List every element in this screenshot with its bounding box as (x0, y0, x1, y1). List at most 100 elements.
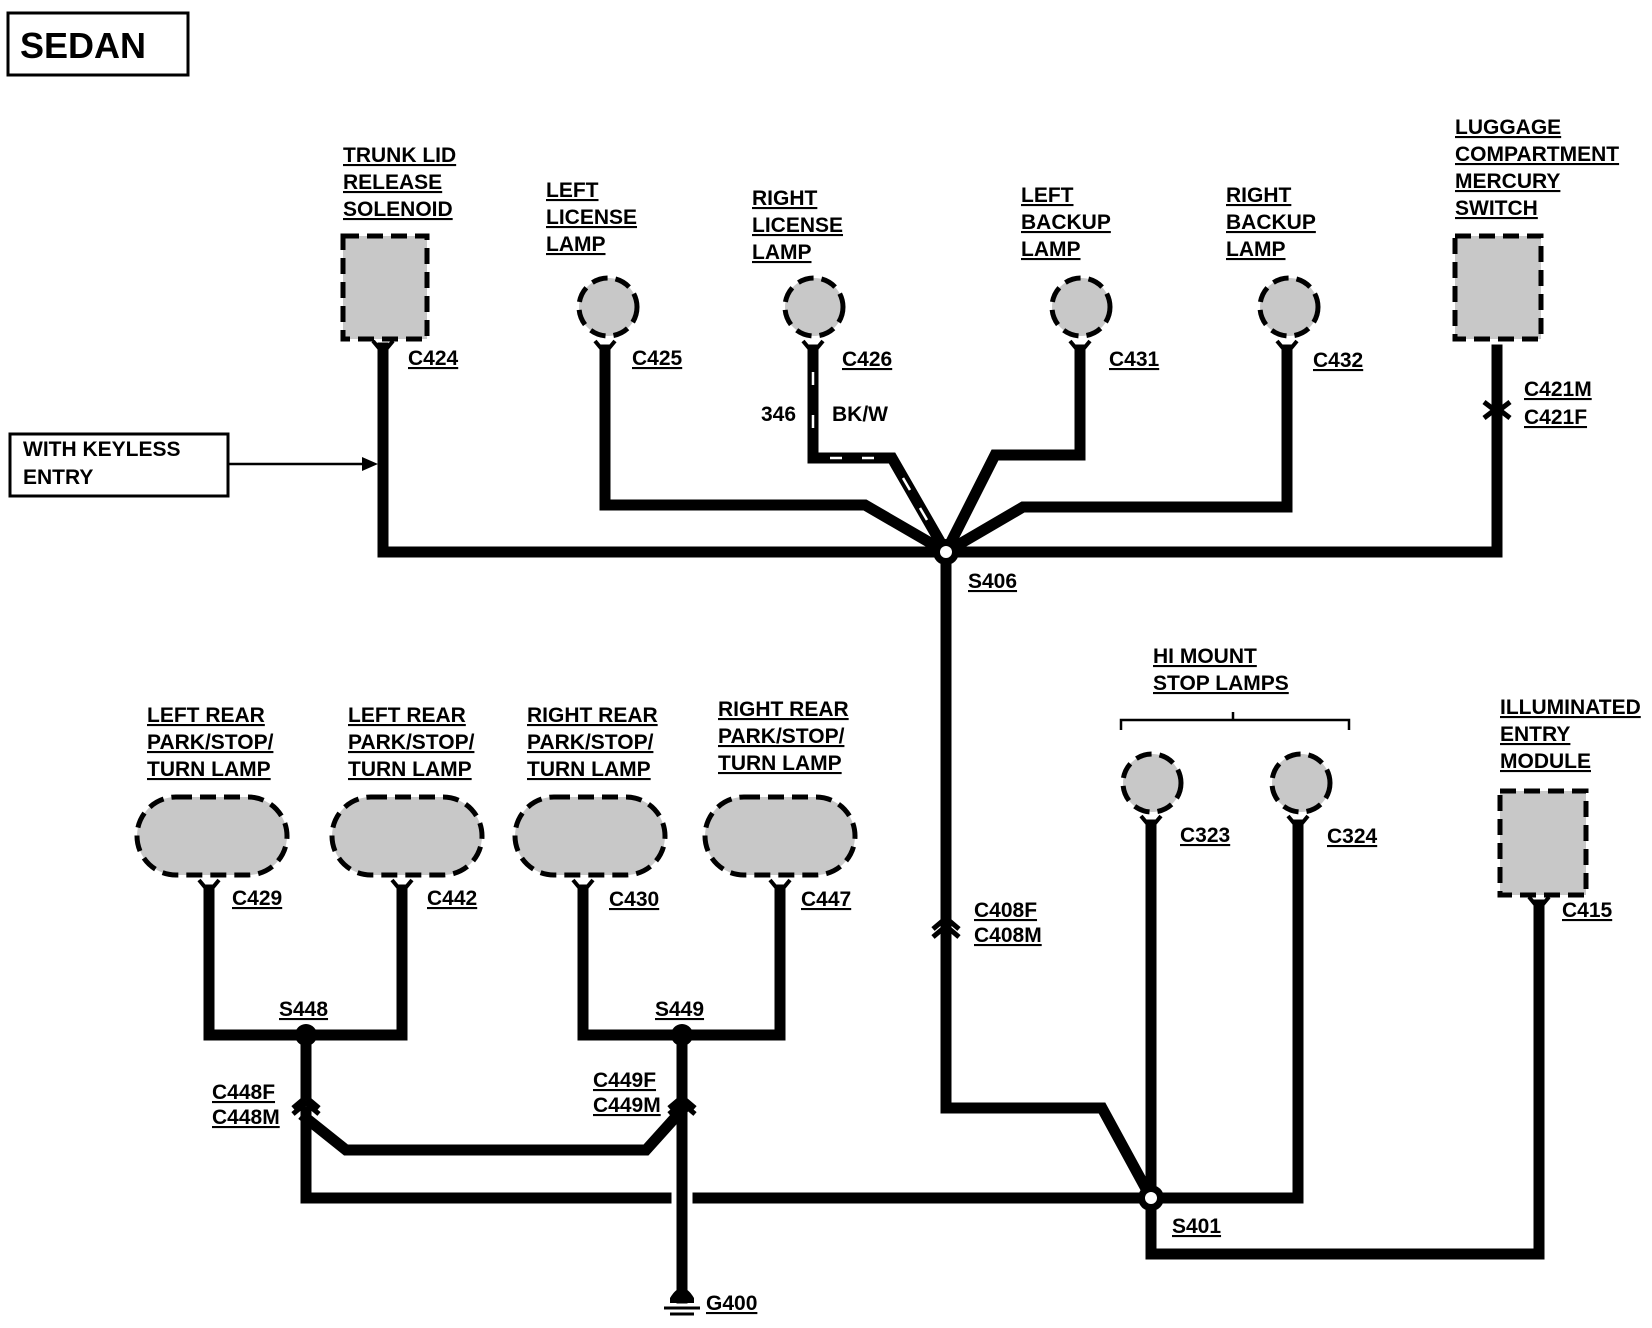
keyless-note-line2: ENTRY (23, 466, 93, 489)
left-backup-lamp-icon (1049, 275, 1113, 339)
splice-s406-label: S406 (968, 570, 1017, 593)
wire-illuminated-entry (1145, 899, 1545, 1260)
connector-c408f: C408F (974, 899, 1037, 922)
connector-c449f: C449F (593, 1069, 656, 1092)
connector-c323: C323 (1180, 824, 1230, 847)
trunk-lid-label-2: RELEASE (343, 171, 442, 194)
illuminated-label-3: MODULE (1500, 750, 1591, 773)
component-labels: TRUNK LID RELEASE SOLENOID LEFT LICENSE … (147, 116, 1641, 781)
lr-lamp-2-label-1: LEFT REAR (348, 704, 466, 727)
trunk-lid-solenoid-icon (340, 233, 430, 342)
connector-c430: C430 (609, 888, 659, 911)
splice-s448-icon (295, 1024, 317, 1046)
connector-c449m: C449M (593, 1094, 661, 1117)
connector-c421m: C421M (1524, 378, 1592, 401)
connector-c424: C424 (408, 347, 459, 370)
rr-lamp-2-label-2: PARK/STOP/ (718, 725, 845, 748)
wire-left-backup (938, 344, 1086, 560)
connector-c448m: C448M (212, 1106, 280, 1129)
splice-labels: S406 S401 S448 S449 G400 (279, 570, 1221, 1315)
luggage-label-4: SWITCH (1455, 197, 1538, 220)
wire-right-backup (938, 344, 1293, 560)
illuminated-entry-module-icon (1497, 788, 1589, 898)
left-license-lamp-icon (576, 275, 640, 339)
wire-right-license (807, 344, 954, 560)
components (134, 233, 1589, 898)
wire-tracer (811, 372, 929, 521)
left-backup-label-2: BACKUP (1021, 211, 1111, 234)
lr-lamp-1-label-1: LEFT REAR (147, 704, 265, 727)
right-backup-lamp-icon (1257, 275, 1321, 339)
splice-s448-label: S448 (279, 998, 328, 1021)
ground-icon (664, 1288, 700, 1316)
ground-g400-label: G400 (706, 1292, 757, 1315)
rr-lamp-2-label-3: TURN LAMP (718, 752, 842, 775)
luggage-label-1: LUGGAGE (1455, 116, 1561, 139)
illuminated-label-2: ENTRY (1500, 723, 1570, 746)
wire-circuit-346: 346 (761, 403, 796, 426)
trunk-lid-label-1: TRUNK LID (343, 144, 456, 167)
luggage-label-3: MERCURY (1455, 170, 1560, 193)
wire-labels: 346 BK/W (761, 403, 888, 426)
lr-lamp-1-label-2: PARK/STOP/ (147, 731, 274, 754)
rr-lamp-1-label-3: TURN LAMP (527, 758, 651, 781)
wires (203, 342, 1545, 1304)
hi-mount-label-2: STOP LAMPS (1153, 672, 1289, 695)
lr-lamp-2-label-3: TURN LAMP (348, 758, 472, 781)
connector-c447: C447 (801, 888, 851, 911)
hi-mount-label-1: HI MOUNT (1153, 645, 1257, 668)
left-rear-lamp-1-icon (134, 794, 290, 878)
rr-lamp-1-label-1: RIGHT REAR (527, 704, 658, 727)
splices (295, 539, 1164, 1211)
right-backup-label-3: LAMP (1226, 238, 1286, 261)
connector-c426: C426 (842, 348, 892, 371)
illuminated-label-1: ILLUMINATED (1500, 696, 1641, 719)
right-rear-lamp-1-icon (512, 794, 668, 878)
note-arrow-icon (362, 457, 378, 471)
lr-lamp-2-label-2: PARK/STOP/ (348, 731, 475, 754)
right-license-label-1: RIGHT (752, 187, 818, 210)
left-backup-label-3: LAMP (1021, 238, 1081, 261)
connector-c421f: C421F (1524, 406, 1587, 429)
connector-c324: C324 (1327, 825, 1378, 848)
trunk-lid-label-3: SOLENOID (343, 198, 453, 221)
left-license-label-3: LAMP (546, 233, 606, 256)
lr-lamp-1-label-3: TURN LAMP (147, 758, 271, 781)
connector-c425: C425 (632, 347, 683, 370)
wire-left-license (599, 344, 954, 560)
hi-mount-lamp-1-icon (1120, 751, 1184, 815)
right-license-lamp-icon (782, 275, 846, 339)
left-license-label-2: LICENSE (546, 206, 637, 229)
wire-color-bkw: BK/W (832, 403, 888, 426)
left-license-label-1: LEFT (546, 179, 599, 202)
connector-c415: C415 (1562, 899, 1613, 922)
connector-labels: C424 C425 C426 C431 C432 C421M C421F C40… (212, 347, 1613, 1129)
connector-c448f: C448F (212, 1081, 275, 1104)
rr-lamp-1-label-2: PARK/STOP/ (527, 731, 654, 754)
right-rear-lamp-2-icon (702, 794, 858, 878)
wire-c324 (1145, 819, 1304, 1204)
keyless-entry-note: WITH KEYLESS ENTRY (8, 432, 378, 498)
wire-cross-link (298, 1102, 690, 1156)
right-license-label-2: LICENSE (752, 214, 843, 237)
wire-s406-s401 (940, 546, 1159, 1206)
connector-c442: C442 (427, 887, 477, 910)
right-license-label-3: LAMP (752, 241, 812, 264)
title-box: SEDAN (6, 11, 190, 77)
hi-mount-bracket (1119, 712, 1351, 730)
left-rear-lamp-2-icon (329, 794, 485, 878)
keyless-note-line1: WITH KEYLESS (23, 438, 181, 461)
hi-mount-lamp-2-icon (1269, 751, 1333, 815)
connector-marks (197, 339, 1551, 1116)
splice-s449-label: S449 (655, 998, 704, 1021)
connector-c408m: C408M (974, 924, 1042, 947)
splice-s449-icon (671, 1024, 693, 1046)
connector-c429: C429 (232, 887, 282, 910)
right-backup-label-2: BACKUP (1226, 211, 1316, 234)
wire-trunk-luggage (377, 342, 1503, 558)
luggage-label-2: COMPARTMENT (1455, 143, 1619, 166)
diagram-title: SEDAN (20, 25, 146, 66)
right-backup-label-1: RIGHT (1226, 184, 1292, 207)
splice-s401-label: S401 (1172, 1215, 1221, 1238)
